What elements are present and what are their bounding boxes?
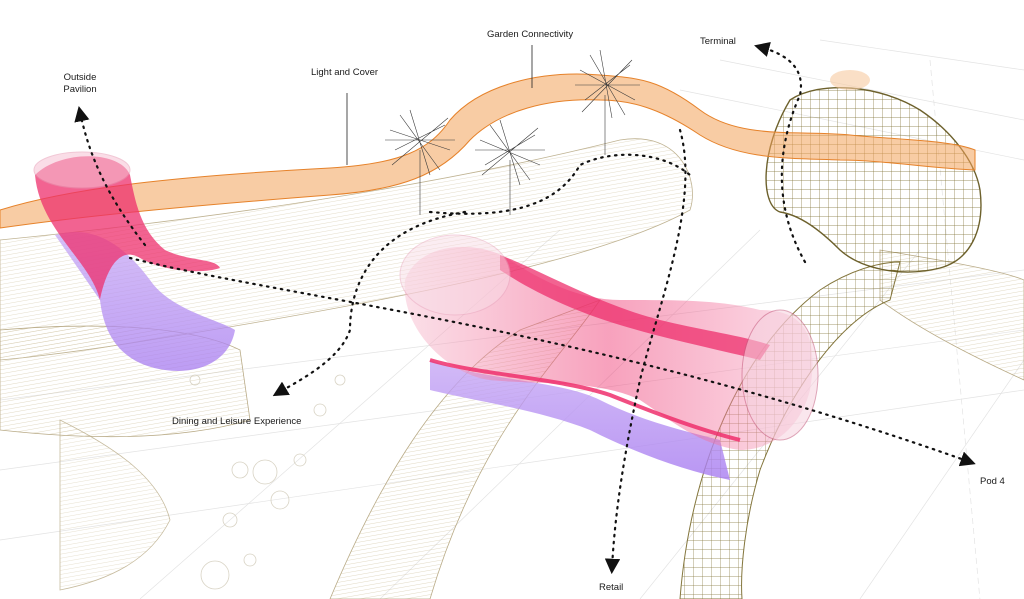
trees bbox=[385, 49, 640, 215]
orange-canopy-ribbon bbox=[0, 73, 976, 229]
label-terminal: Terminal bbox=[700, 36, 736, 47]
label-outside-pavilion-line1: Outside bbox=[63, 72, 97, 83]
label-retail: Retail bbox=[599, 582, 624, 593]
arrow-to-dining bbox=[272, 210, 467, 397]
label-light-and-cover: Light and Cover bbox=[311, 67, 379, 78]
tree-2 bbox=[475, 119, 545, 215]
tree-1 bbox=[385, 109, 455, 215]
ground-circles bbox=[189, 374, 346, 590]
label-outside-pavilion-line2: Pavilion bbox=[63, 84, 97, 95]
leader-lines bbox=[346, 45, 533, 165]
label-dining-and-leisure: Dining and Leisure Experience bbox=[172, 416, 302, 427]
label-pod-4: Pod 4 bbox=[980, 476, 1005, 487]
tree-3 bbox=[575, 49, 640, 155]
arrow-to-pod-4 bbox=[128, 256, 976, 467]
central-pink-tube bbox=[399, 234, 819, 480]
circulation-arrows bbox=[74, 41, 976, 575]
arrow-to-retail bbox=[604, 128, 687, 575]
arrow-garden-loop bbox=[428, 153, 692, 215]
arrow-to-outside-pavilion bbox=[74, 105, 147, 247]
outside-pavilion-tube bbox=[33, 151, 235, 371]
arrow-to-terminal bbox=[754, 41, 807, 264]
label-outside-pavilion: Outside Pavilion bbox=[60, 72, 100, 96]
label-garden-connectivity: Garden Connectivity bbox=[487, 29, 574, 40]
